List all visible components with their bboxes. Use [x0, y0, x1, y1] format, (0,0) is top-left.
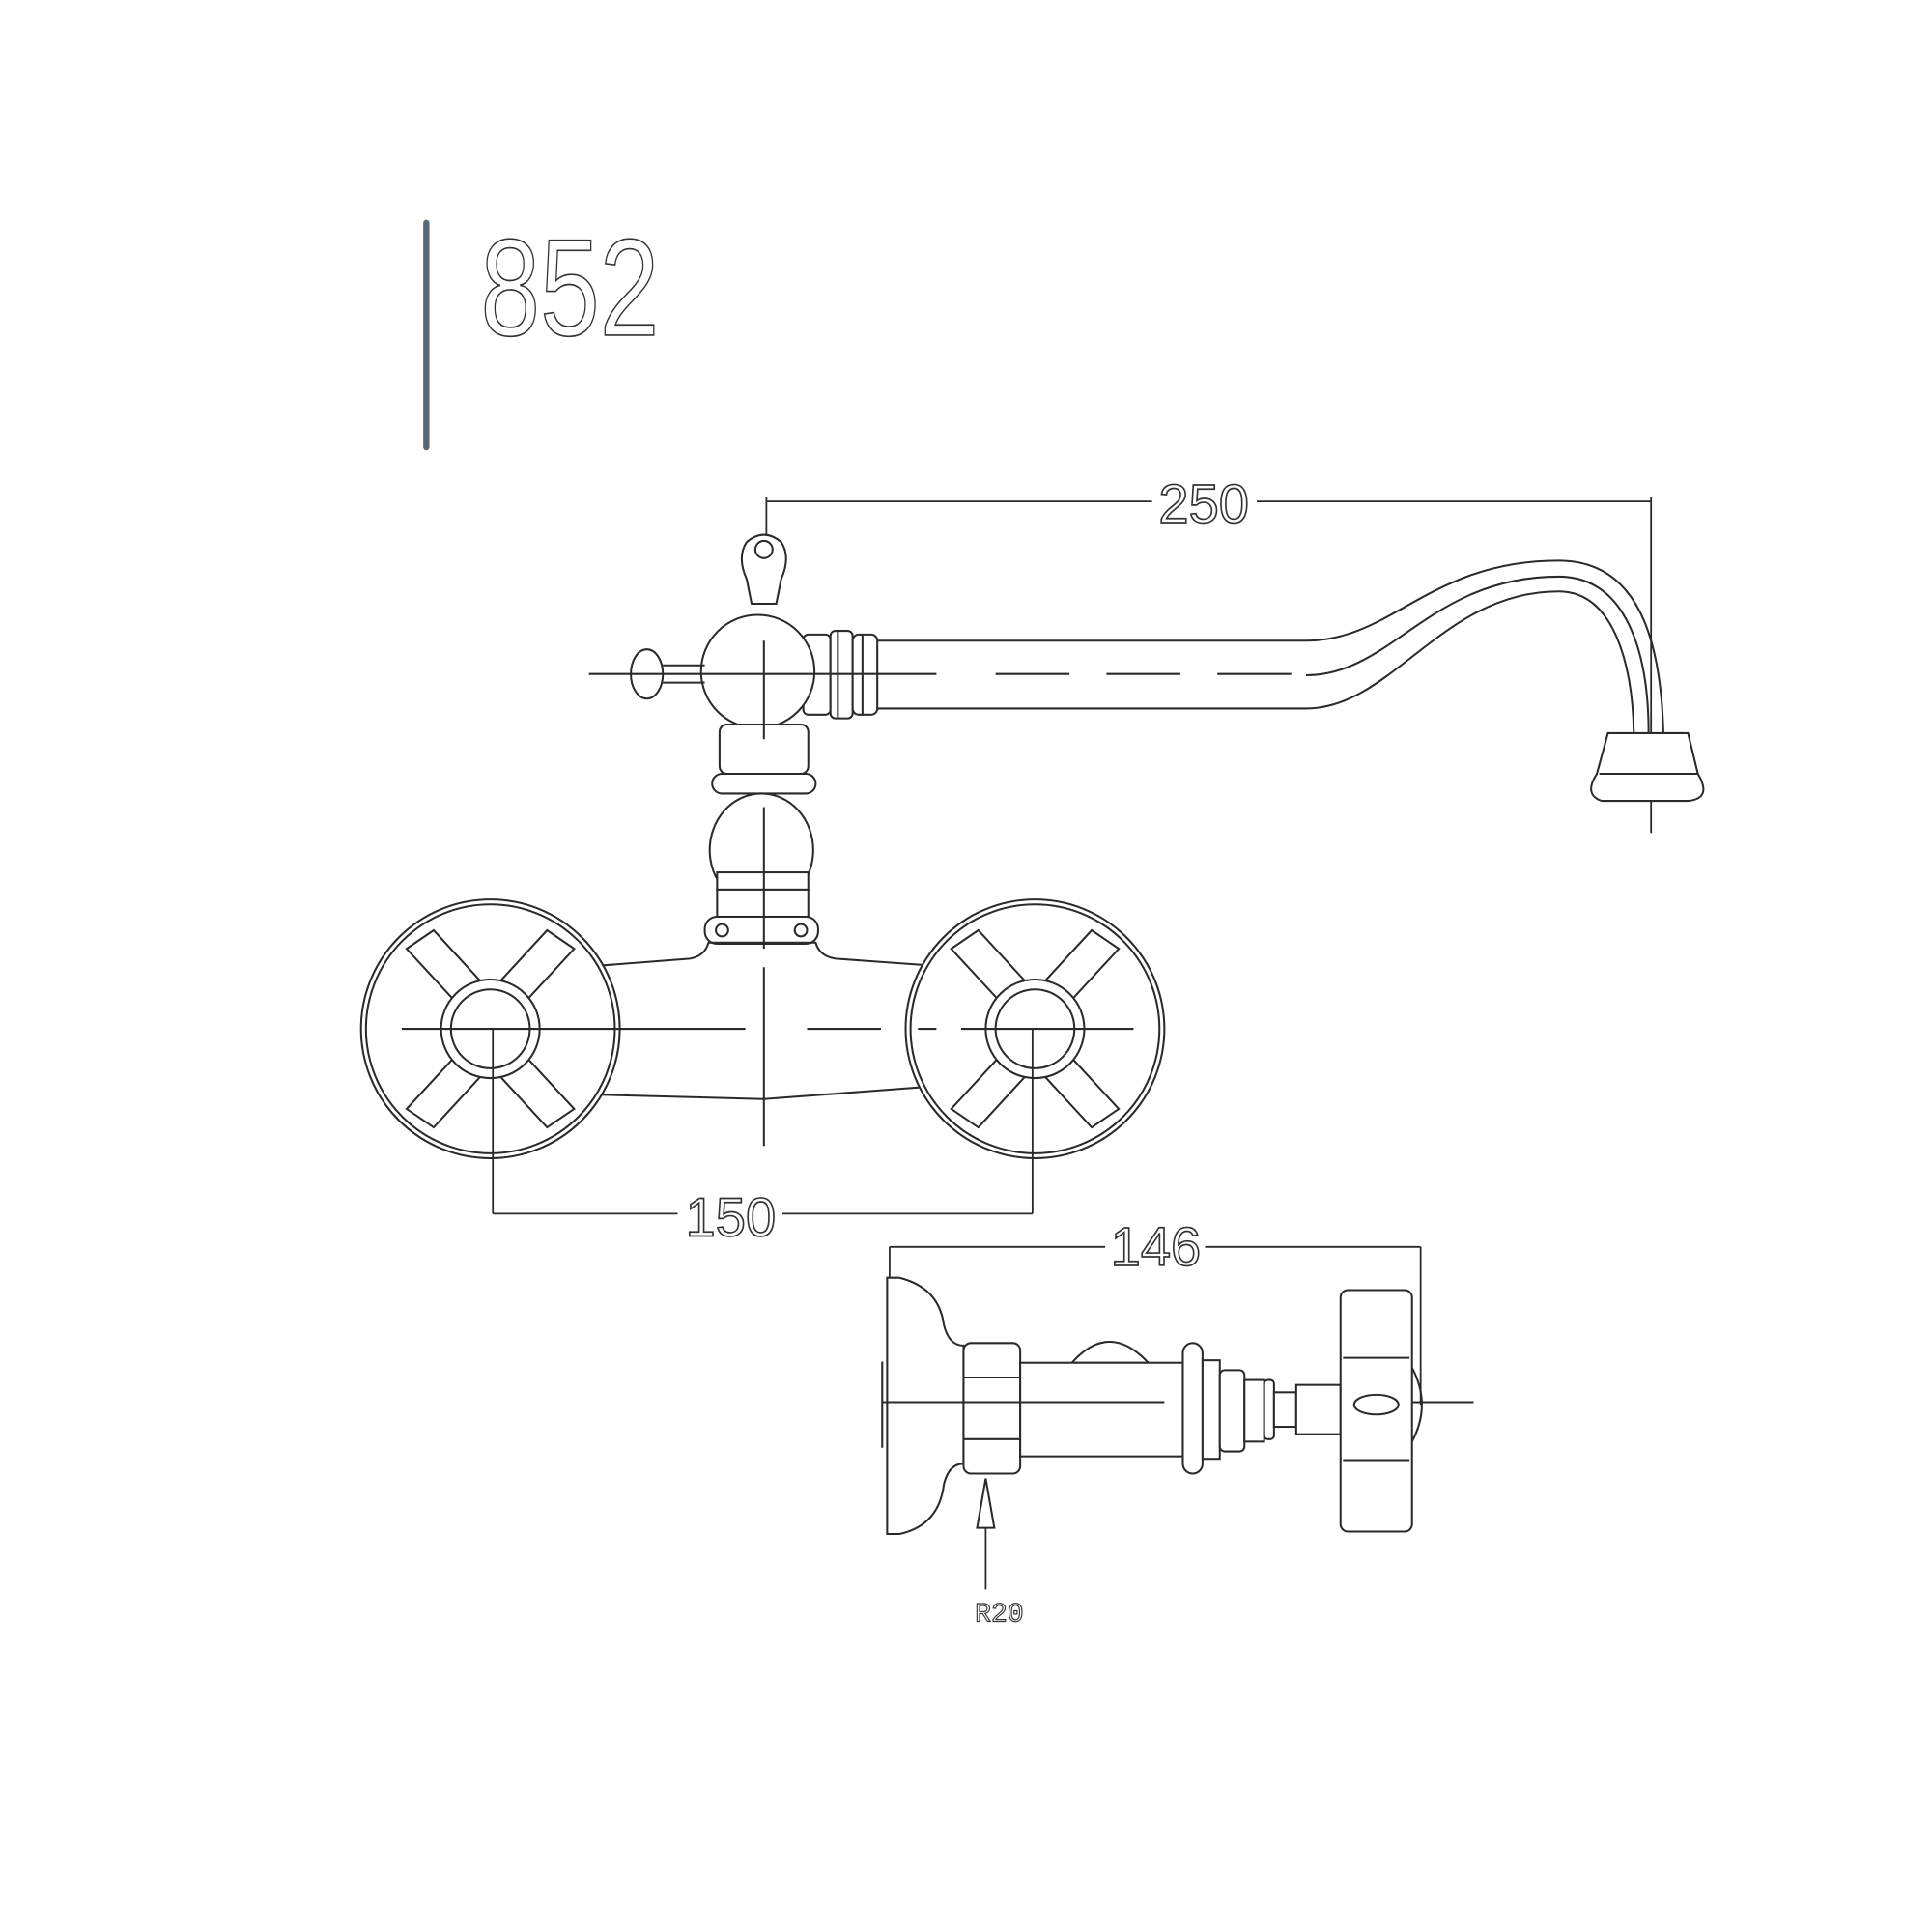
- wall-flange: [886, 1276, 965, 1536]
- arrow-up-icon: [976, 1478, 996, 1529]
- spout: [877, 559, 1664, 733]
- aerator: [1590, 731, 1705, 803]
- front-view: [588, 533, 1705, 950]
- side-dome: [1069, 1341, 1151, 1364]
- dimension-label-150: 150: [686, 1186, 777, 1247]
- side-cross-handle: [1339, 1289, 1413, 1533]
- top-finial: [740, 533, 787, 606]
- dimension-250: 250: [765, 472, 1653, 834]
- valve-sphere: [699, 613, 816, 729]
- radius-label: R20: [975, 1601, 1023, 1631]
- mixer-body: [359, 898, 1166, 1159]
- model-number: 852: [480, 212, 659, 365]
- dimension-150: 150: [492, 1029, 1034, 1248]
- dimension-label-250: 250: [1158, 473, 1249, 534]
- stem-nut: [703, 915, 819, 946]
- dimension-label-146: 146: [1111, 1216, 1202, 1277]
- dimension-146: 146: [889, 1215, 1422, 1406]
- side-view: [881, 1276, 1474, 1536]
- side-body-pipe: [1019, 1361, 1184, 1458]
- side-nut: [962, 1342, 1022, 1475]
- radius-callout: R20: [975, 1478, 1024, 1631]
